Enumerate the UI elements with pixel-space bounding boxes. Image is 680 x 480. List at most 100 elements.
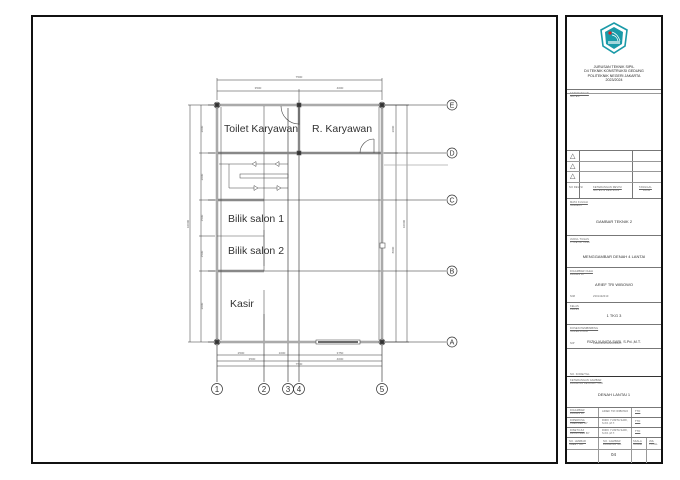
dim-top-left: 3500 (255, 86, 262, 90)
mata-kuliah-section: MATA KULIAH SUBJECT GAMBAR TEKNIK 2 (567, 198, 661, 235)
judul-gambar-value: DENAH LANTAI 1 (597, 392, 631, 397)
judul-tugas-section: JUDUL TUGAS TITLE OF TASK MENGGAMBAR DEN… (567, 235, 661, 272)
nim-label: NIM (570, 295, 576, 298)
interior-partitions (217, 106, 380, 340)
mata-kuliah-label: MATA KULIAH (570, 201, 588, 204)
nim-row: NIM 2301422010 (567, 294, 661, 302)
columns (213, 101, 386, 346)
left-dimensions (188, 104, 215, 343)
sign-role: DISETUJUI (570, 429, 585, 432)
institution-header: JURUSAN TEKNIK SIPIL D4 TEKNIK KONSTRUKS… (567, 65, 661, 83)
title-block: JURUSAN TEKNIK SIPIL D4 TEKNIK KONSTRUKS… (565, 15, 663, 464)
grid-row-label: C (449, 198, 454, 205)
dosen-label: DOSEN PEMBIMBING (570, 327, 599, 330)
sign-name: RIZKI YUNITA SARI, S.Pd.,M.T. (602, 419, 628, 425)
no-kode-label: NO. KODE/TGL (570, 373, 590, 376)
sign-name: RIZKI YUNITA SARI, S.Pd.,M.T. (602, 429, 628, 435)
top-dimensions (216, 78, 383, 100)
revisi-col-keterangan: KETERANGAN REVISI (593, 186, 622, 189)
sign-role: DIGAMBAR (570, 409, 585, 412)
dim-left-1: 2000 (200, 125, 204, 132)
footer-drawing-no-label: NO. GAMBAR (603, 440, 621, 443)
dim-bottom-5: 4000 (337, 357, 344, 361)
grid-row-label: E (450, 103, 455, 110)
mata-kuliah-value: GAMBAR TEKNIK 2 (595, 219, 633, 224)
institution-line: JURUSAN TEKNIK SIPIL (593, 65, 635, 69)
stairs (219, 161, 289, 191)
dim-right-2: 8000 (391, 246, 395, 253)
revisi-col-tanggal: TANGGAL (639, 186, 652, 189)
kelas-value: 1 TKG 3 (606, 313, 622, 318)
dim-top-right: 4000 (337, 86, 344, 90)
institution-line: POLITEKNIK NEGERI JAKARTA (587, 73, 641, 78)
revision-triangle-icon: △ (570, 173, 576, 180)
room-label-bilik-2: Bilik salon 2 (228, 245, 285, 257)
sign-row: DIPERIKSA CHECKED BY RIZKI YUNITA SARI, … (567, 417, 661, 428)
dim-bottom-1: 2500 (238, 351, 245, 355)
institution-line: D4 TEKNIK KONSTRUKSI GEDUNG (584, 69, 644, 74)
digambar-section: DIGAMBAR OLEH DRAWN BY ARIEF TRI WIBOWO (567, 267, 661, 294)
grid-row-label: B (450, 269, 455, 276)
sign-ttd: TTD (635, 410, 641, 413)
footer-scale-sub: SCALE (633, 443, 643, 446)
sign-ttd: TTD (635, 420, 641, 423)
sign-role: DIPERIKSA (570, 419, 585, 422)
keterangan-sub: NOTES (570, 95, 580, 98)
nip-label: NIP (570, 342, 575, 345)
notes-area (567, 93, 661, 153)
revisi-col-keterangan-sub: NOTES & REVISION (593, 189, 620, 192)
footer-total-label: JML (649, 440, 655, 443)
kelas-section: KELAS CLASS 1 TKG 3 (567, 302, 661, 324)
institution-line: 2023/2024 (605, 78, 623, 83)
dim-bottom-4: 3500 (249, 357, 256, 361)
nip-row: NIP 198806022022032008 (567, 341, 661, 349)
footer-total-sub: TOTAL (649, 443, 658, 446)
sheet-number: 04 (611, 452, 617, 457)
sign-role-sub: CHECKED BY (570, 422, 588, 425)
digambar-label: DIGAMBAR OLEH (570, 270, 593, 273)
row-grid-bubbles (446, 99, 458, 348)
footer-table: NO. LEMBAR SHEET NO. NO. GAMBAR DRAWING … (567, 437, 661, 463)
sign-role-sub: DRAWN BY (570, 412, 585, 415)
grid-column-label: 5 (380, 385, 385, 394)
dim-left-3: 1500 (200, 214, 204, 221)
footer-sheet-no-sub: SHEET NO. (569, 443, 584, 446)
sign-role-sub: APPROVED BY (570, 432, 590, 435)
sign-name: ARIEF TRI WIBOWO (602, 410, 629, 413)
doors (280, 105, 375, 154)
dim-bottom-3: 3750 (337, 351, 344, 355)
room-label-toilet: Toilet Karyawan (224, 123, 299, 135)
institution-logo-icon (600, 22, 628, 54)
dosen-value: RIZKI YUNITA SARI, S.Pd.,M.T. (587, 340, 641, 344)
judul-tugas-value: MENGGAMBAR DENAH 4 LANTAI (582, 254, 646, 259)
revision-triangle-icon: △ (570, 153, 576, 160)
blank-section: NO. KODE/TGL (567, 348, 661, 390)
sign-row: DISETUJUI APPROVED BY RIZKI YUNITA SARI,… (567, 427, 661, 438)
kelas-sub: CLASS (570, 308, 580, 311)
bottom-dimensions (217, 354, 382, 367)
dim-right-total: 10000 (402, 219, 406, 228)
grid-column-label: 1 (215, 385, 220, 394)
nim-value: 2301422010 (593, 295, 609, 298)
dim-left-2: 2000 (200, 173, 204, 180)
grid-column-label: 4 (297, 385, 302, 394)
revision-triangle-icon: △ (570, 163, 576, 170)
judul-gambar-section: KETERANGAN GAMBAR DRAWING DESCRIPTION DE… (567, 376, 661, 407)
dim-bottom-2: 1000 (279, 351, 286, 355)
grid-column-label: 2 (262, 385, 267, 394)
column-grid-bubbles (211, 383, 388, 395)
judul-gambar-sub: DRAWING DESCRIPTION (570, 382, 603, 385)
digambar-sub: DRAWN BY (570, 273, 585, 276)
room-label-r-karyawan: R. Karyawan (312, 123, 373, 135)
judul-tugas-sub: TITLE OF TASK (570, 241, 590, 244)
judul-gambar-label: KETERANGAN GAMBAR (570, 379, 602, 382)
footer-sheet-no-label: NO. LEMBAR (569, 440, 586, 443)
dim-top-total: 7500 (296, 75, 303, 79)
dim-bottom-total: 7500 (296, 362, 303, 366)
grid-row-label: D (449, 151, 454, 158)
dim-left-total: 10000 (186, 219, 190, 228)
sign-row: DIGAMBAR DRAWN BY ARIEF TRI WIBOWO TTD (567, 407, 661, 418)
judul-tugas-label: JUDUL TUGAS (570, 238, 589, 241)
room-label-bilik-1: Bilik salon 1 (228, 213, 285, 225)
nip-value: 198806022022032008 (593, 342, 621, 345)
